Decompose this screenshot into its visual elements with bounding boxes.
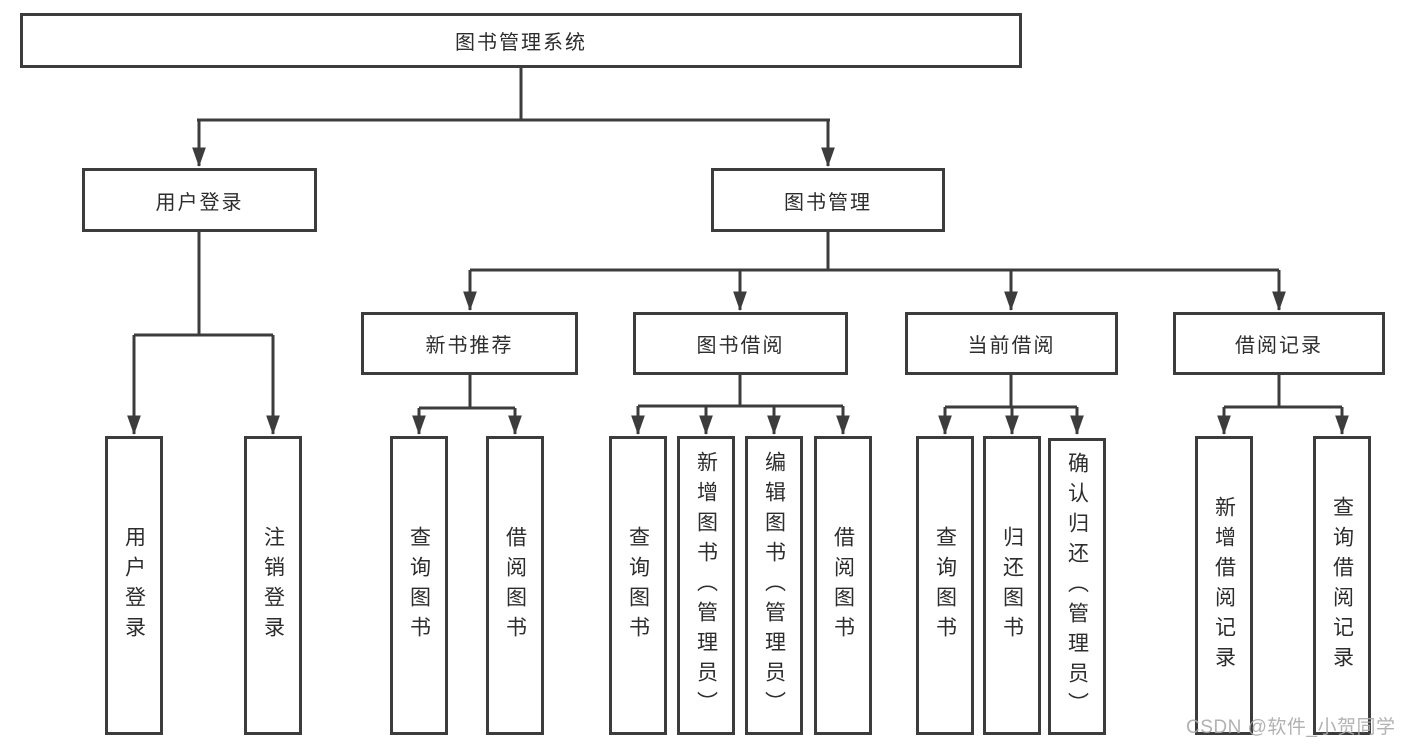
leaf-query-books-recommend: 查询图书 [390, 436, 448, 735]
leaf-edit-book-admin: 编辑图书（管理员） [745, 436, 803, 735]
csdn-watermark: CSDN @软件_小贺同学 [1186, 717, 1396, 738]
node-book-borrowing: 图书借阅 [633, 312, 848, 375]
leaf-add-book-admin: 新增图书（管理员） [677, 436, 735, 735]
leaf-add-borrowing-record: 新增借阅记录 [1195, 436, 1253, 735]
edge-book-borrow-trunk [638, 374, 843, 408]
node-library-management-system: 图书管理系统 [20, 13, 1022, 68]
edge-current-borrow-trunk [945, 374, 1077, 409]
node-new-book-recommendation: 新书推荐 [361, 312, 578, 375]
leaf-confirm-return-admin: 确认归还（管理员） [1048, 438, 1106, 735]
leaf-query-books-borrowing: 查询图书 [609, 436, 667, 735]
edge-book-mgmt-trunk [470, 231, 1279, 272]
leaf-return-book: 归还图书 [983, 436, 1041, 735]
leaf-borrow-books-recommend: 借阅图书 [486, 436, 544, 735]
leaf-user-login: 用户登录 [105, 436, 163, 735]
node-current-borrowing: 当前借阅 [905, 312, 1118, 375]
edge-borrow-record-trunk [1224, 374, 1342, 409]
leaf-logout-login: 注销登录 [244, 436, 302, 735]
edge-user-login-trunk [134, 231, 273, 337]
edge-new-book-rec-trunk [419, 374, 515, 410]
edge-root-trunk [197, 66, 830, 122]
leaf-query-borrowing-record: 查询借阅记录 [1313, 436, 1371, 735]
node-book-management: 图书管理 [711, 168, 945, 232]
node-user-login: 用户登录 [82, 168, 317, 232]
leaf-borrow-books-borrowing: 借阅图书 [814, 436, 872, 735]
leaf-query-books-current: 查询图书 [916, 436, 974, 735]
node-borrowing-records: 借阅记录 [1173, 312, 1385, 375]
